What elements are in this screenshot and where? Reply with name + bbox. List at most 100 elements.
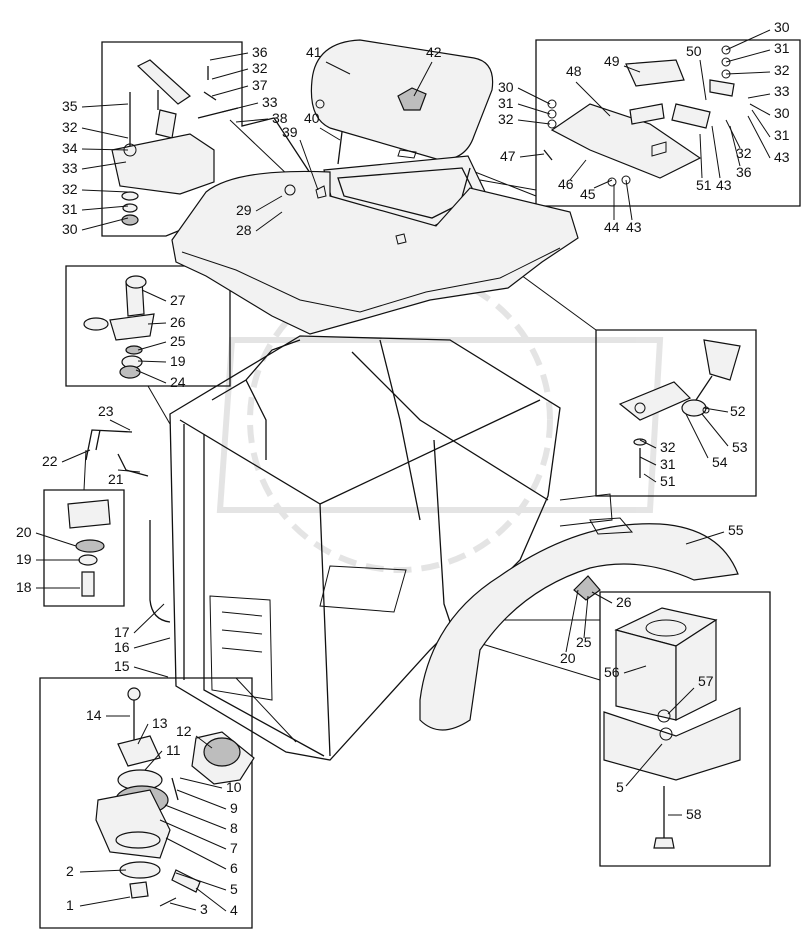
callout-leader-c47 [519, 153, 545, 158]
callout-leader-c32 [81, 189, 129, 193]
callout-leader-c30b [517, 87, 551, 105]
callout-label-c8: 8 [230, 820, 238, 836]
callout-label-c32d: 32 [498, 111, 514, 127]
callout-label-c33b: 33 [262, 94, 278, 110]
callout-leader-c40 [319, 127, 341, 141]
callout-leader-c54 [685, 413, 709, 459]
callout-label-c33c: 33 [774, 83, 790, 99]
callout-label-c34: 34 [62, 140, 78, 156]
callout-label-c31d: 31 [774, 127, 790, 143]
rear-fender [419, 517, 739, 731]
callout-leader-c3 [169, 902, 197, 911]
callout-label-c27: 27 [170, 292, 186, 308]
callout-leader-c49 [623, 65, 641, 73]
callout-leader-c31c [725, 49, 771, 63]
inset-side-bracket [43, 489, 125, 607]
callout-leader-c20 [35, 532, 77, 547]
callout-label-c19: 19 [16, 551, 32, 567]
leader-inset-roof-mount [147, 385, 171, 425]
callout-leader-c31d [751, 109, 771, 138]
callout-leader-c5b [625, 743, 663, 787]
callout-leader-c32e [725, 119, 741, 149]
callout-label-c46: 46 [558, 176, 574, 192]
callout-leader-c25 [137, 341, 167, 351]
callout-label-c31: 31 [62, 201, 78, 217]
callout-leader-c32b [81, 127, 129, 139]
callout-label-c47: 47 [500, 148, 516, 164]
callout-label-c30d: 30 [774, 105, 790, 121]
callout-leader-c32c [211, 68, 249, 80]
callout-label-c21: 21 [108, 471, 124, 487]
callout-leader-c50 [699, 59, 707, 101]
callout-label-c55: 55 [728, 522, 744, 538]
callout-label-c57: 57 [698, 673, 714, 689]
inset-hatch-lock [535, 39, 801, 207]
callout-label-c25b: 25 [576, 634, 592, 650]
callout-leader-c39 [299, 139, 319, 191]
callout-leader-c55 [685, 531, 725, 545]
callout-leader-c41 [325, 61, 351, 75]
callout-leader-c16 [133, 637, 171, 649]
callout-leader-c2 [79, 869, 127, 873]
callout-label-c49: 49 [604, 53, 620, 69]
callout-leader-c4 [195, 887, 227, 912]
callout-leader-c15 [133, 666, 169, 678]
inset-gas-strut [595, 329, 757, 497]
callout-leader-c38 [235, 118, 269, 123]
callout-label-c13: 13 [152, 715, 168, 731]
callout-leader-c36 [209, 52, 249, 61]
callout-leader-c19b [137, 360, 167, 363]
callout-label-c54: 54 [712, 454, 728, 470]
callout-label-c31b: 31 [498, 95, 514, 111]
cab-frame [149, 335, 613, 761]
callout-label-c14: 14 [86, 707, 102, 723]
callout-label-c23: 23 [98, 403, 114, 419]
callout-label-c41: 41 [306, 44, 322, 60]
callout-leader-c13 [137, 723, 149, 745]
callout-leader-c31 [81, 205, 129, 211]
callout-label-c6: 6 [230, 860, 238, 876]
leader-inset-side-bracket [83, 449, 87, 491]
callout-label-c26b: 26 [616, 594, 632, 610]
callout-leader-c1 [79, 896, 131, 907]
roof-hatch-panel [310, 39, 494, 161]
callout-label-c12: 12 [176, 723, 192, 739]
callout-label-c36: 36 [252, 44, 268, 60]
callout-label-c35: 35 [62, 98, 78, 114]
gas-strut-parts [618, 339, 741, 478]
callout-label-c32f: 32 [774, 62, 790, 78]
hatch-lock-parts [543, 45, 735, 187]
callout-leader-c43b [711, 125, 721, 179]
callout-leader-c32f [725, 71, 771, 75]
callout-leader-c30 [81, 217, 129, 231]
callout-label-c16: 16 [114, 639, 130, 655]
callout-label-c7: 7 [230, 840, 238, 856]
callout-label-c3: 3 [200, 901, 208, 917]
callout-leader-c43c [747, 115, 771, 159]
callout-label-c31e: 31 [660, 456, 676, 472]
callout-leader-c21 [117, 469, 141, 473]
callout-leader-c30d [749, 103, 771, 116]
callout-label-c29: 29 [236, 202, 252, 218]
callout-leader-c32d [517, 119, 551, 125]
callout-leader-c36b [729, 125, 741, 167]
callout-label-c31c: 31 [774, 40, 790, 56]
roof-mount-parts [83, 275, 155, 379]
callout-leader-c24 [135, 369, 167, 384]
callout-label-c56: 56 [604, 664, 620, 680]
callout-leader-c9 [176, 789, 227, 810]
inset-cab-mount [39, 677, 253, 929]
callout-leader-c31e [639, 456, 657, 466]
callout-label-c18: 18 [16, 579, 32, 595]
callout-leader-c45 [593, 179, 613, 189]
callout-label-c45: 45 [580, 186, 596, 202]
callout-label-c44: 44 [604, 219, 620, 235]
callout-label-c52: 52 [730, 403, 746, 419]
callout-leader-c34 [81, 148, 129, 151]
callout-label-c15: 15 [114, 658, 130, 674]
callout-leader-c12 [195, 735, 213, 749]
callout-label-c32b: 32 [62, 119, 78, 135]
inset-roof-hinge [101, 41, 313, 237]
